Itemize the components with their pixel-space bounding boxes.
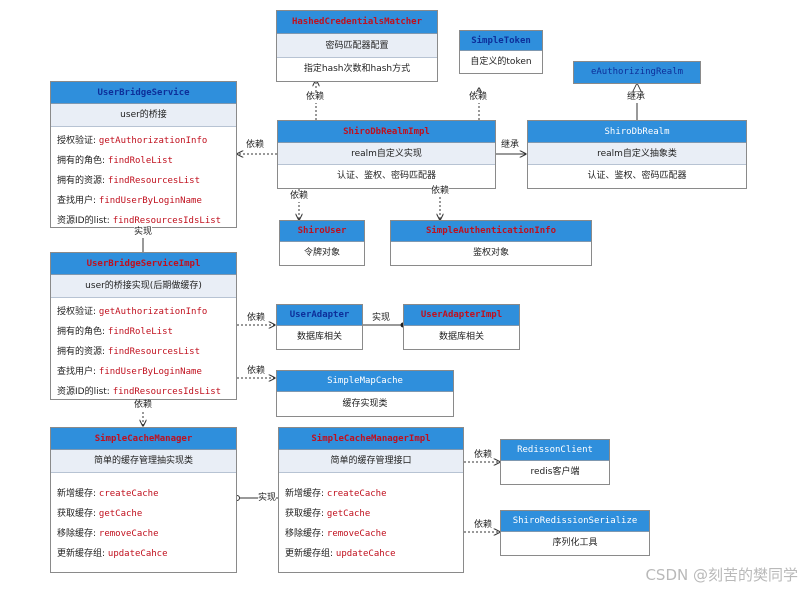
class-title: SimpleMapCache [277, 371, 453, 392]
method-item: 移除缓存: removeCache [57, 529, 159, 539]
method-item: 查找用户: findUserByLoginName [57, 367, 202, 377]
class-user-bridge-service-impl: UserBridgeServiceImpl user的桥接实现(后期做缓存) 授… [50, 252, 237, 400]
class-authorizing-realm: eAuthorizingRealm [573, 61, 701, 84]
class-title: HashedCredentialsMatcher [277, 11, 437, 34]
method-item: 拥有的角色: findRoleList [57, 156, 173, 166]
method-item: 资源ID的list: findResourcesIdsList [57, 387, 222, 397]
class-subtitle: 密码匹配器配置 [277, 34, 437, 58]
class-simple-cache-manager-impl: SimpleCacheManagerImpl 简单的缓存管理接口 新增缓存: c… [278, 427, 464, 573]
class-title: UserAdapterImpl [404, 305, 519, 326]
label-dep-sai: 依赖 [431, 186, 450, 197]
label-dep-ua: 依赖 [247, 313, 266, 324]
class-title: ShiroDbRealm [528, 121, 746, 143]
method-item: 获取缓存: getCache [57, 509, 143, 519]
class-title: UserBridgeServiceImpl [51, 253, 236, 275]
class-shiro-user: ShiroUser 令牌对象 [279, 220, 365, 266]
class-subtitle: 简单的缓存管理接口 [279, 450, 463, 473]
class-title: ShiroRedissionSerialize [501, 511, 649, 532]
class-simple-cache-manager: SimpleCacheManager 简单的缓存管理抽实现类 新增缓存: cre… [50, 427, 237, 573]
class-title: UserBridgeService [51, 82, 236, 104]
class-redisson-client: RedissonClient redis客户端 [500, 439, 610, 485]
method-item: 查找用户: findUserByLoginName [57, 196, 202, 206]
class-shiro-redission-serialize: ShiroRedissionSerialize 序列化工具 [500, 510, 650, 556]
label-impl-scm: 实现 [258, 493, 277, 504]
method-item: 获取缓存: getCache [285, 509, 371, 519]
label-impl-uai: 实现 [372, 313, 391, 324]
method-list: 授权验证: getAuthorizationInfo 拥有的角色: findRo… [51, 127, 236, 231]
class-user-adapter: UserAdapter 数据库相关 [276, 304, 363, 350]
class-title: ShiroDbRealmImpl [278, 121, 495, 143]
class-simple-token: SimpleToken 自定义的token [459, 30, 543, 74]
label-inherit-dbrealm: 继承 [501, 140, 520, 151]
class-title: SimpleCacheManagerImpl [279, 428, 463, 450]
class-desc: 指定hash次数和hash方式 [303, 64, 411, 74]
class-simple-authentication-info: SimpleAuthenticationInfo 鉴权对象 [390, 220, 592, 266]
class-title: SimpleAuthenticationInfo [391, 221, 591, 242]
class-desc: 令牌对象 [303, 248, 340, 258]
label-dep-hashed: 依赖 [306, 92, 325, 103]
class-title: eAuthorizingRealm [574, 62, 700, 83]
class-desc: redis客户端 [530, 467, 580, 477]
class-simple-map-cache: SimpleMapCache 缓存实现类 [276, 370, 454, 417]
class-desc: 缓存实现类 [342, 399, 388, 409]
class-shiro-db-realm: ShiroDbRealm realm自定义抽象类 认证、鉴权、密码匹配器 [527, 120, 747, 189]
method-item: 拥有的角色: findRoleList [57, 327, 173, 337]
method-item: 授权验证: getAuthorizationInfo [57, 136, 208, 146]
class-user-adapter-impl: UserAdapterImpl 数据库相关 [403, 304, 520, 350]
method-item: 拥有的资源: findResourcesList [57, 347, 201, 357]
method-item: 拥有的资源: findResourcesList [57, 176, 201, 186]
method-item: 授权验证: getAuthorizationInfo [57, 307, 208, 317]
label-dep-ubs: 依赖 [246, 140, 265, 151]
method-item: 新增缓存: createCache [285, 489, 387, 499]
watermark: CSDN @刻苦的樊同学 [645, 566, 798, 584]
class-desc: 数据库相关 [296, 332, 342, 342]
class-subtitle: user的桥接 [51, 104, 236, 127]
method-item: 移除缓存: removeCache [285, 529, 387, 539]
class-shiro-db-realm-impl: ShiroDbRealmImpl realm自定义实现 认证、鉴权、密码匹配器 [277, 120, 496, 189]
class-desc: 认证、鉴权、密码匹配器 [336, 171, 436, 181]
method-list: 新增缓存: createCache 获取缓存: getCache 移除缓存: r… [51, 473, 236, 564]
label-dep-rser: 依赖 [474, 520, 493, 531]
class-desc: 数据库相关 [438, 332, 484, 342]
class-desc: 认证、鉴权、密码匹配器 [587, 171, 687, 181]
class-desc: 自定义的token [470, 57, 532, 67]
method-item: 更新缓存组: updateCahce [285, 549, 396, 559]
label-inherit-authreal: 继承 [627, 92, 646, 103]
class-desc: 鉴权对象 [472, 248, 509, 258]
method-list: 授权验证: getAuthorizationInfo 拥有的角色: findRo… [51, 298, 236, 402]
class-title: SimpleToken [460, 31, 542, 51]
class-title: ShiroUser [280, 221, 364, 242]
class-desc: 序列化工具 [552, 538, 598, 548]
label-dep-shirouser: 依赖 [290, 191, 309, 202]
class-title: SimpleCacheManager [51, 428, 236, 450]
label-dep-scm: 依赖 [134, 400, 153, 411]
class-subtitle: 简单的缓存管理抽实现类 [51, 450, 236, 473]
class-subtitle: realm自定义实现 [278, 143, 495, 165]
class-subtitle: realm自定义抽象类 [528, 143, 746, 165]
method-list: 新增缓存: createCache 获取缓存: getCache 移除缓存: r… [279, 473, 463, 564]
class-title: RedissonClient [501, 440, 609, 461]
class-hashed-credentials-matcher: HashedCredentialsMatcher 密码匹配器配置 指定hash次… [276, 10, 438, 82]
class-title: UserAdapter [277, 305, 362, 326]
label-impl-ubs: 实现 [134, 227, 153, 238]
label-dep-redis: 依赖 [474, 450, 493, 461]
label-dep-smc: 依赖 [247, 366, 266, 377]
class-subtitle: user的桥接实现(后期做缓存) [51, 275, 236, 298]
method-item: 更新缓存组: updateCahce [57, 549, 168, 559]
method-item: 新增缓存: createCache [57, 489, 159, 499]
method-item: 资源ID的list: findResourcesIdsList [57, 216, 222, 226]
class-user-bridge-service: UserBridgeService user的桥接 授权验证: getAutho… [50, 81, 237, 228]
label-dep-token: 依赖 [469, 92, 488, 103]
